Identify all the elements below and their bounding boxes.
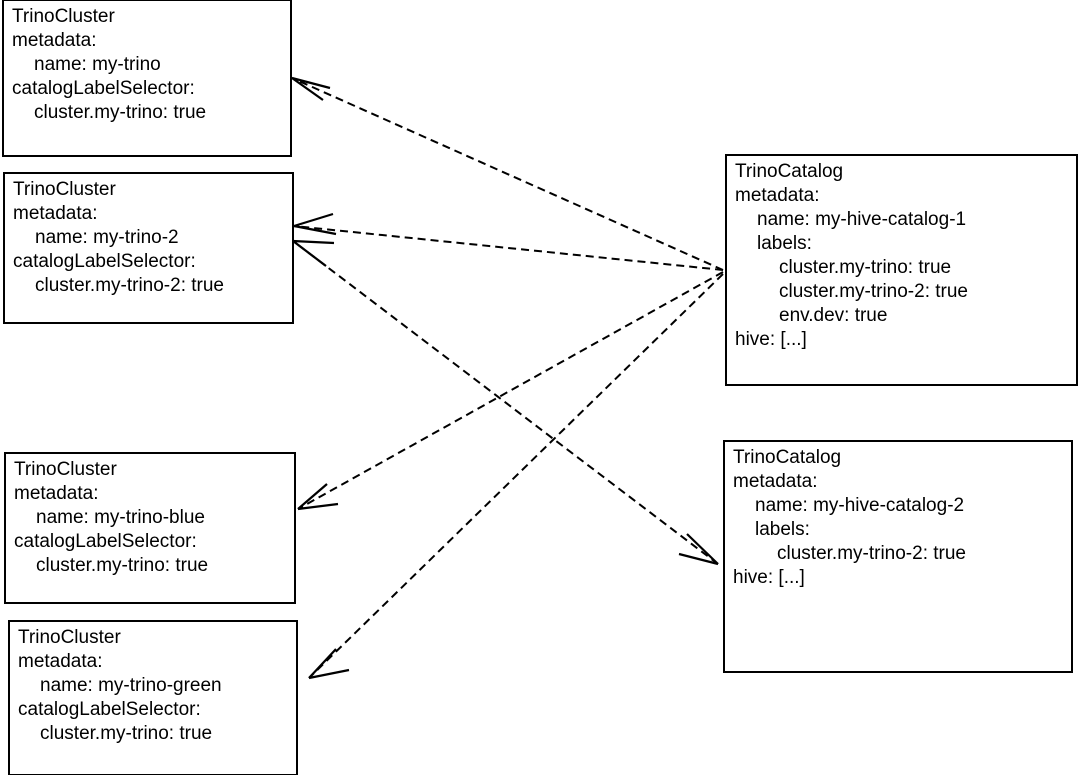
node-line: catalogLabelSelector: [13, 251, 196, 272]
node-line: metadata: [13, 203, 98, 224]
node-line: hive: [...] [735, 329, 807, 350]
node-cluster-my-trino-2[interactable]: TrinoCluster metadata: name: my-trino-2 … [3, 172, 294, 324]
node-line: cluster.my-trino: true [34, 102, 207, 123]
node-line: TrinoCluster [13, 179, 116, 200]
node-line: cluster.my-trino-2: true [779, 281, 968, 302]
node-line: catalogLabelSelector: [14, 531, 197, 552]
node-line: cluster.my-trino-2: true [35, 275, 224, 296]
node-line: metadata: [14, 483, 99, 504]
node-line: name: my-hive-catalog-2 [755, 495, 965, 516]
node-line: name: my-trino-blue [36, 507, 205, 528]
node-line: env.dev: true [779, 305, 888, 326]
node-line: name: my-trino [34, 54, 161, 75]
node-line: catalogLabelSelector: [12, 78, 195, 99]
node-catalog-my-hive-catalog-1[interactable]: TrinoCatalog metadata: name: my-hive-cat… [725, 154, 1078, 386]
node-line: TrinoCatalog [735, 161, 844, 182]
node-cluster-my-trino-blue[interactable]: TrinoCluster metadata: name: my-trino-bl… [4, 452, 296, 604]
node-cluster-my-trino[interactable]: TrinoCluster metadata: name: my-trino ca… [2, 0, 292, 157]
node-line: cluster.my-trino-2: true [777, 543, 966, 564]
node-line: TrinoCatalog [733, 447, 842, 468]
node-line: labels: [757, 233, 812, 254]
node-line: TrinoCluster [18, 627, 121, 648]
node-line: cluster.my-trino: true [40, 723, 213, 744]
node-line: name: my-trino-green [40, 675, 222, 696]
node-line: metadata: [18, 651, 103, 672]
node-line: metadata: [12, 30, 97, 51]
node-line: TrinoCluster [12, 6, 115, 27]
node-line: catalogLabelSelector: [18, 699, 201, 720]
edge-catalog2-to-my-trino-2 [292, 239, 719, 566]
node-line: cluster.my-trino: true [36, 555, 209, 576]
node-line: name: my-hive-catalog-1 [757, 209, 967, 230]
node-line: labels: [755, 519, 810, 540]
edge-catalog1-to-my-trino [291, 76, 724, 271]
node-cluster-my-trino-green[interactable]: TrinoCluster metadata: name: my-trino-gr… [8, 620, 298, 775]
edge-catalog1-to-my-trino-2 [293, 212, 724, 271]
node-line: cluster.my-trino: true [779, 257, 952, 278]
node-line: metadata: [733, 471, 818, 492]
node-line: name: my-trino-2 [35, 227, 179, 248]
node-line: metadata: [735, 185, 820, 206]
edge-catalog1-to-my-trino-green [308, 273, 724, 680]
node-catalog-my-hive-catalog-2[interactable]: TrinoCatalog metadata: name: my-hive-cat… [723, 440, 1073, 673]
node-line: TrinoCluster [14, 459, 117, 480]
edge-catalog1-to-my-trino-blue [297, 271, 724, 511]
node-line: hive: [...] [733, 567, 805, 588]
